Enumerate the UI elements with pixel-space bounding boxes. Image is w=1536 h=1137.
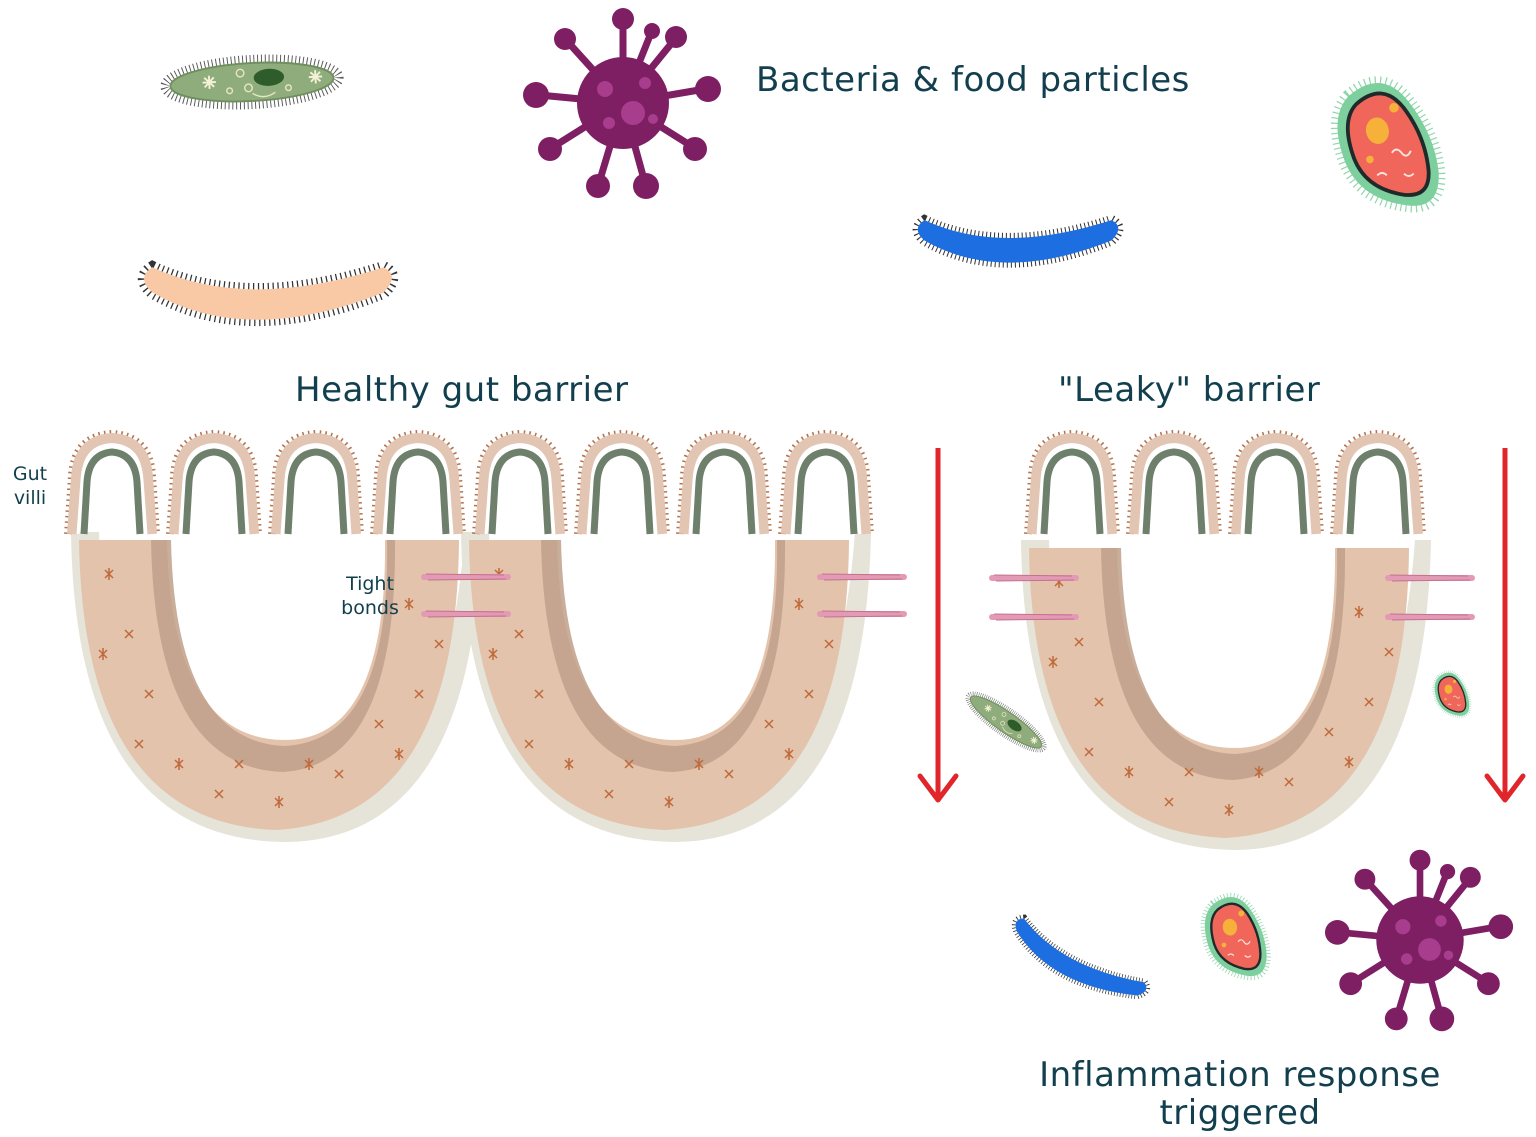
bacillus-icon [918,220,1119,263]
arrow-down-icon [920,448,956,800]
paramecium-icon [961,686,1050,758]
villus [272,434,360,534]
tight-bond [820,574,904,580]
villus [476,434,564,534]
villus [1232,434,1320,534]
epithelial-cell [1021,540,1431,850]
tight-bond [820,611,904,617]
leaky-barrier-title: "Leaky" barrier [1058,370,1320,410]
villus [782,434,870,534]
epithelial-cell [71,532,481,842]
villus [68,434,156,534]
arrow-down-icon [1487,448,1523,800]
inflammation-label: Inflammation response triggered [1010,1056,1470,1132]
leaky-barrier [961,434,1472,850]
healthy-barrier [68,434,904,842]
epithelial-cell [461,532,871,842]
tight-bond [992,575,1076,581]
villi-row [68,434,870,534]
villus [1028,434,1116,534]
tight-bond [1388,614,1472,620]
villus [170,434,258,534]
villus [578,434,666,534]
villi-row [1028,434,1422,534]
amoeba-icon [1329,74,1446,219]
bacillus-icon [144,267,392,320]
bacteria-label: Bacteria & food particles [756,60,1190,100]
paramecium-icon [164,55,341,110]
tight-bond [424,611,508,617]
tight-bond [424,574,508,580]
tight-bonds-label: Tight bonds [330,572,410,620]
healthy-barrier-title: Healthy gut barrier [295,370,628,410]
tight-bond [1388,575,1472,581]
virus-icon [523,8,721,199]
gut-villi-label: Gut villi [6,462,54,510]
villus [1130,434,1218,534]
villus [680,434,768,534]
villus [374,434,462,534]
amoeba-icon [1201,893,1270,982]
villus [1334,434,1422,534]
tight-bond [992,614,1076,620]
virus-icon [1325,850,1513,1031]
bacillus-icon [1005,916,1149,1012]
amoeba-icon [1432,670,1471,720]
